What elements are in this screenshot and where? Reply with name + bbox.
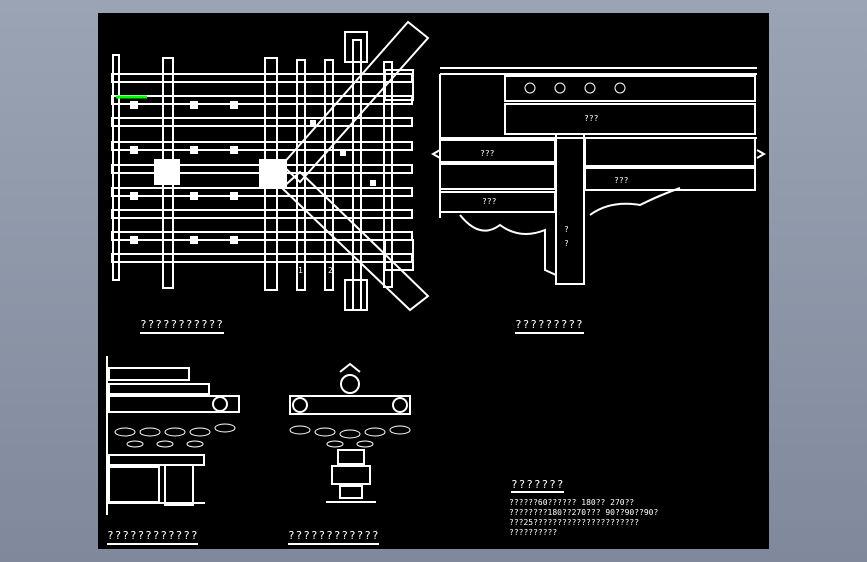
section-label-5: ?	[564, 225, 569, 234]
plan-view-title: ???????????	[140, 318, 224, 334]
side-elevation-title: ????????????	[288, 529, 380, 545]
notes-line-3: ???25??????????????????????	[509, 518, 640, 527]
plan-view	[111, 20, 430, 312]
plan-marker-2: 2	[328, 266, 333, 275]
side-elevation-view	[289, 362, 411, 503]
section-view-title: ?????????	[515, 318, 584, 334]
section-label-6: ?	[564, 239, 569, 248]
notes-line-2: ????????180??270??? 90??90??90?	[509, 508, 659, 517]
section-label-1: ???	[584, 114, 599, 123]
front-elevation-view	[106, 356, 240, 515]
plan-marker-1: 1	[298, 266, 303, 275]
section-label-4: ???	[482, 197, 497, 206]
notes-line-1: ??????60?????? 180?? 270??	[509, 498, 635, 507]
section-view	[430, 67, 767, 285]
section-label-3: ???	[614, 176, 629, 185]
notes-line-4: ??????????	[509, 528, 558, 537]
drawing-canvas[interactable]	[98, 13, 769, 549]
section-label-2: ???	[480, 149, 495, 158]
front-elevation-title: ????????????	[107, 529, 199, 545]
notes-heading: ???????	[511, 478, 565, 493]
